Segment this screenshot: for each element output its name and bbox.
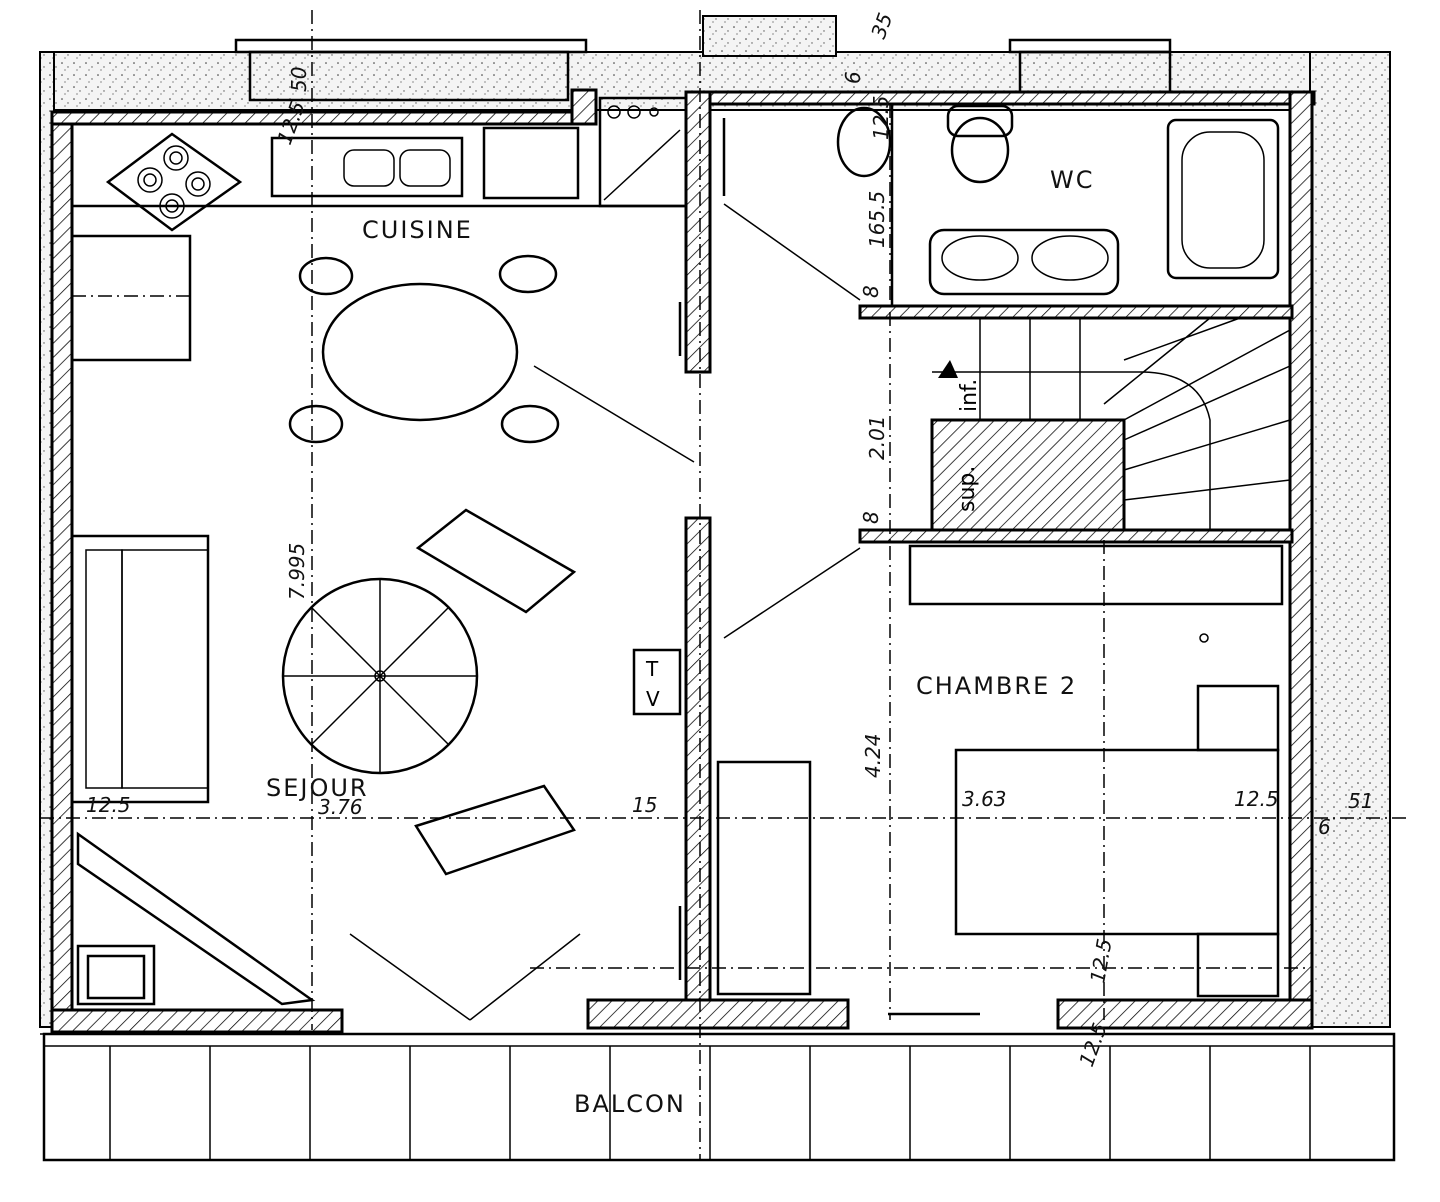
dim-stair-top-wall: 8 [859, 285, 883, 298]
tv-stand [632, 648, 682, 716]
room-label-wc: WC [1050, 166, 1095, 194]
staircase: inf. sup. [932, 317, 1291, 530]
dim-chambre-height: 4.24 [861, 733, 885, 778]
dim-chimney: 35 [866, 10, 897, 42]
dim-chambre-right: 12.5 [1234, 787, 1279, 811]
exterior-walls [39, 15, 1391, 1028]
armchair-bottom [414, 784, 576, 876]
dim-outer-right: 51 [1348, 789, 1373, 813]
dim-chambre-width: 3.63 [962, 787, 1007, 811]
sofa [70, 534, 210, 804]
wardrobe [908, 544, 1284, 606]
room-label-sejour: SEJOUR [266, 774, 369, 802]
arrow-up-icon [938, 360, 958, 378]
bathroom-fixtures [722, 104, 1280, 306]
stair-landing [930, 418, 1126, 532]
dim-wc-height: 165.5 [865, 191, 889, 248]
fridge [482, 126, 580, 200]
interior-walls [50, 88, 1316, 1034]
dim-top-wall: 50 [287, 67, 311, 92]
dim-wc-top: 12.5 [869, 95, 893, 140]
bathtub [1166, 118, 1280, 280]
balcony [42, 1032, 1396, 1162]
dim-balcon-door-top: 12.5 [1085, 937, 1116, 985]
double-sink [928, 228, 1120, 296]
stair-inf-label: inf. [957, 379, 982, 412]
toilet [950, 116, 1010, 184]
stove [76, 944, 156, 1006]
chimney [702, 15, 837, 57]
room-label-cuisine: CUISINE [362, 216, 473, 244]
kitchen-sink [270, 136, 464, 198]
desk [716, 760, 812, 996]
dim-stair-height: 2.01 [865, 415, 889, 460]
room-label-chambre: CHAMBRE 2 [916, 672, 1077, 700]
armchair-top [415, 508, 577, 614]
stair-rail [76, 831, 316, 1006]
cooktop [105, 132, 243, 232]
dining-table [288, 254, 560, 444]
dim-outer-right-small: 6 [1318, 815, 1331, 839]
dim-stair-bottom-wall: 8 [859, 511, 883, 524]
dim-sejour-width: 3.76 [318, 795, 363, 819]
kitchen-fixtures [72, 96, 688, 362]
window-top-left [234, 38, 588, 54]
dimension-lines [40, 10, 1410, 1160]
bed [954, 748, 1280, 936]
tv-label-t: T [645, 657, 659, 681]
dim-sejour-right: 15 [632, 793, 657, 817]
tv-label-v: V [646, 687, 660, 711]
dim-sejour-left: 12.5 [86, 793, 131, 817]
stair-sup-label: sup. [955, 466, 980, 512]
bedroom-fixtures [530, 544, 1310, 1016]
dim-sejour-height: 7.995 [285, 543, 309, 600]
dim-top-right-small: 6 [841, 71, 865, 84]
window-top-right [1008, 38, 1172, 54]
living-fixtures: T V [70, 302, 695, 1021]
room-label-balcon: BALCON [574, 1090, 686, 1118]
